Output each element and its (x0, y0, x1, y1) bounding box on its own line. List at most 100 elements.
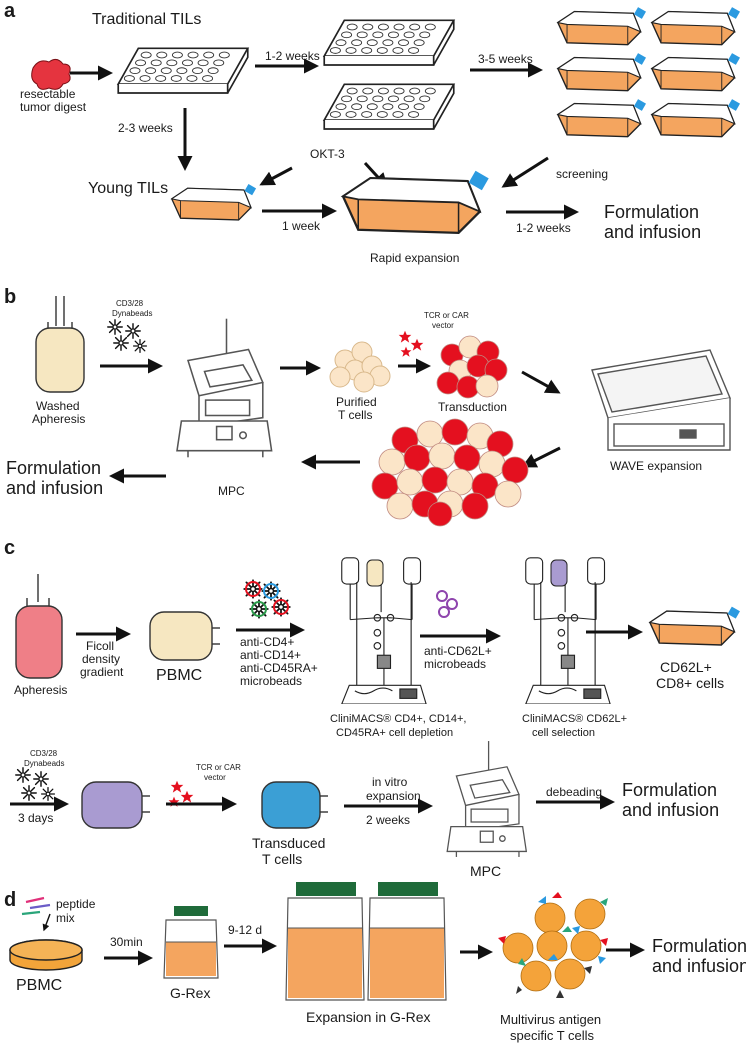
washed-apheresis-line2: Apheresis (32, 412, 85, 426)
purified-line1: Purified (336, 395, 377, 409)
transduced-line2: T cells (262, 851, 302, 867)
antigen-receptors (498, 892, 608, 998)
outcome-a-line2: and infusion (604, 222, 701, 242)
panel-b-letter: b (4, 286, 16, 308)
dynabead-icon (113, 335, 129, 351)
expanded-cell-cluster (371, 418, 529, 527)
ficoll-line1: Ficoll (86, 639, 114, 653)
tumor-label-line2: tumor digest (20, 100, 87, 114)
anti-line2: anti-CD14+ (240, 648, 301, 662)
multivirus-line1: Multivirus antigen (500, 1012, 601, 1027)
grex-small-icon (163, 906, 219, 979)
selection-line2: cell selection (532, 727, 595, 739)
transduced-line1: Transduced (252, 835, 325, 851)
peptide-line2: mix (56, 911, 75, 925)
result-line2: CD8+ cells (656, 675, 724, 691)
dynabeads-c-line2: Dynabeads (24, 759, 64, 768)
vector-c-line1: TCR or CAR (196, 763, 241, 772)
wave-bioreactor-icon (591, 349, 731, 451)
multivirus-cells (502, 898, 606, 992)
dynabeads-b-line1: CD3/28 (116, 299, 144, 308)
flask-grid-4-icon (651, 52, 741, 92)
traditional-tils-title: Traditional TILs (92, 11, 201, 28)
dynabead-icon (107, 319, 123, 335)
peptide-strands-icon (21, 896, 51, 916)
wave-label: WAVE expansion (610, 459, 702, 473)
dynabeads-c-line1: CD3/28 (30, 749, 58, 758)
cd62l-bead-icon (436, 590, 458, 618)
expansion-grex-label: Expansion in G-Rex (306, 1009, 431, 1025)
transduction-cells (436, 335, 508, 399)
arrow-screening (501, 156, 549, 188)
result-line1: CD62L+ (660, 659, 712, 675)
multivirus-line2: specific T cells (510, 1028, 595, 1043)
apheresis-c-label: Apheresis (14, 683, 67, 697)
vector-c-star-icon (170, 780, 184, 793)
flask-grid-2-icon (651, 6, 741, 46)
mpc-c-label: MPC (470, 863, 501, 879)
pbmc-c-label: PBMC (156, 667, 202, 684)
vector-b-line1: TCR or CAR (424, 311, 469, 320)
tumor-label-line1: resectable (20, 87, 76, 101)
pbmc-bag-icon (149, 611, 220, 661)
mpc-device-icon (176, 317, 273, 459)
days-label: 9-12 d (228, 923, 262, 937)
debeading-label: debeading (546, 785, 602, 799)
three-days-label: 3 days (18, 811, 53, 825)
dynabead-c-icon (33, 771, 49, 787)
peptide-pointer (42, 913, 51, 932)
arrow-wave-to-cells (521, 446, 561, 468)
thirty-min-label: 30min (110, 935, 143, 949)
transduced-bag-icon (261, 781, 328, 829)
clinimacs-depletion-icon (341, 557, 427, 704)
grex-large-1-icon (285, 882, 365, 1001)
vector-star-icon (398, 330, 412, 343)
outcome-c-line1: Formulation (622, 780, 717, 800)
cd62l-microbeads-line2: microbeads (424, 657, 486, 671)
washed-apheresis-bag-icon (35, 296, 85, 393)
purified-line2: T cells (338, 408, 372, 422)
depletion-line1: CliniMACS® CD4+, CD14+, (330, 713, 466, 725)
young-tils-flask-icon (171, 183, 257, 221)
dynabead-c-icon (21, 785, 37, 801)
outcome-d-line1: Formulation (652, 936, 746, 956)
transduction-label: Transduction (438, 400, 507, 414)
vector-star-icon (410, 338, 424, 351)
selection-bag-icon (550, 559, 568, 587)
outcome-c-line2: and infusion (622, 800, 719, 820)
vector-star-icon (400, 346, 412, 357)
depletion-line2: CD45RA+ cell depletion (336, 727, 453, 739)
dynabeads-b-line2: Dynabeads (112, 309, 152, 318)
cd62l-flask-icon (649, 605, 741, 646)
outcome-b-line2: and infusion (6, 478, 103, 498)
dynabead-c-icon (15, 767, 31, 783)
flask-grid-6-icon (651, 98, 741, 138)
flask-grid-1-icon (557, 6, 647, 46)
dynabead-icon (132, 338, 148, 354)
pbmc-d-label: PBMC (16, 977, 62, 994)
plate-initial-icon (117, 47, 249, 94)
plate-upper-icon (323, 19, 455, 66)
anti-line3: anti-CD45RA+ (240, 661, 318, 675)
plate-lower-icon (323, 83, 455, 130)
panel-d-letter: d (4, 889, 16, 911)
activated-bag-icon (81, 781, 150, 829)
outcome-a-line1: Formulation (604, 202, 699, 222)
label-1-2-weeks: 1-2 weeks (265, 49, 320, 63)
washed-apheresis-line1: Washed (36, 399, 80, 413)
flask-grid-3-icon (557, 52, 647, 92)
peptide-line1: peptide (56, 897, 96, 911)
outcome-d-line2: and infusion (652, 956, 746, 976)
okt3-label: OKT-3 (310, 147, 345, 161)
screening-label: screening (556, 167, 608, 181)
panel-a-letter: a (4, 0, 16, 22)
depletion-bag-icon (366, 559, 384, 587)
ficoll-line2: density (82, 652, 120, 666)
dynabead-icon (125, 323, 141, 339)
label-2-3-weeks: 2-3 weeks (118, 121, 173, 135)
grex-large-2-icon (367, 882, 447, 1001)
cd62l-microbeads-line1: anti-CD62L+ (424, 644, 492, 658)
petri-dish-icon (9, 939, 83, 971)
label-3-5-weeks: 3-5 weeks (478, 52, 533, 66)
